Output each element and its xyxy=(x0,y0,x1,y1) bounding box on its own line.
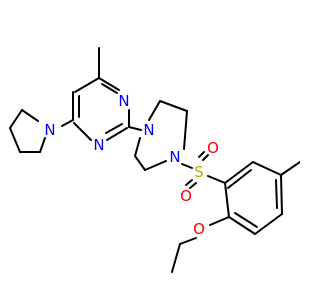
bond-c2-npip xyxy=(128,126,142,131)
bond-ar-omethoxy xyxy=(209,216,230,226)
bond-ar-5-inner xyxy=(234,212,258,228)
atom-o-sulfonyl-top: O xyxy=(207,139,219,157)
bond-c6-c5 xyxy=(74,77,100,93)
atom-s-sulfonyl: S xyxy=(194,163,204,181)
bond-pip-6 xyxy=(134,137,141,157)
bond-s-o-bottom-b xyxy=(185,179,193,186)
bond-c2-n3-inner xyxy=(105,123,123,134)
bond-s-o-top-b xyxy=(198,151,205,158)
bond-pyr-3 xyxy=(9,127,21,153)
bond-ar-1-inner xyxy=(227,169,252,189)
bond-c6-n1-outer xyxy=(98,77,120,91)
bond-pip-1 xyxy=(148,100,161,121)
atom-o-methoxy: O xyxy=(193,220,205,238)
bond-n3-c4 xyxy=(73,122,92,141)
bond-ar-1 xyxy=(224,161,254,184)
atom-label-layer: N N N N N S O O O xyxy=(44,92,219,238)
bond-npip-s xyxy=(181,163,193,169)
bond-methoxy-methyl xyxy=(171,243,181,273)
bond-s-aryl xyxy=(207,175,226,184)
atom-n-piperazine-left: N xyxy=(143,121,154,139)
bond-pyr-1 xyxy=(39,137,46,153)
bond-c2-n3-outer xyxy=(106,127,128,141)
bond-pip-2 xyxy=(159,100,188,112)
bond-ar-6 xyxy=(224,182,230,218)
bond-ar-4 xyxy=(254,213,283,235)
atom-n-pyrimidine-top: N xyxy=(118,92,129,110)
atom-n-pyrrolidine: N xyxy=(44,121,55,139)
molecule-structure: N N N N N S O O O xyxy=(9,47,300,273)
bond-pyr-4 xyxy=(9,109,23,129)
bond-ar-3 xyxy=(280,174,283,215)
bond-c4-npyr xyxy=(61,119,74,127)
bond-ar-methyl xyxy=(280,161,300,176)
atom-n-piperazine-right: N xyxy=(169,148,180,166)
bond-pip-4 xyxy=(144,160,167,171)
bond-c6-n1-inner xyxy=(101,83,118,94)
bond-s-o-bottom-a xyxy=(189,182,197,189)
bond-s-o-top-a xyxy=(202,154,209,161)
bond-pip-3 xyxy=(183,110,188,150)
atom-n-pyrimidine-bottom: N xyxy=(93,136,104,154)
bond-layer xyxy=(9,47,300,273)
bond-pip-5 xyxy=(134,155,146,171)
bond-ar-2 xyxy=(252,161,282,176)
bond-pyr-5 xyxy=(21,109,39,122)
bond-ar-5 xyxy=(228,216,256,235)
atom-o-sulfonyl-bottom: O xyxy=(180,187,192,205)
bond-ar-3-inner xyxy=(275,179,278,209)
bond-o-methyl xyxy=(179,237,197,245)
